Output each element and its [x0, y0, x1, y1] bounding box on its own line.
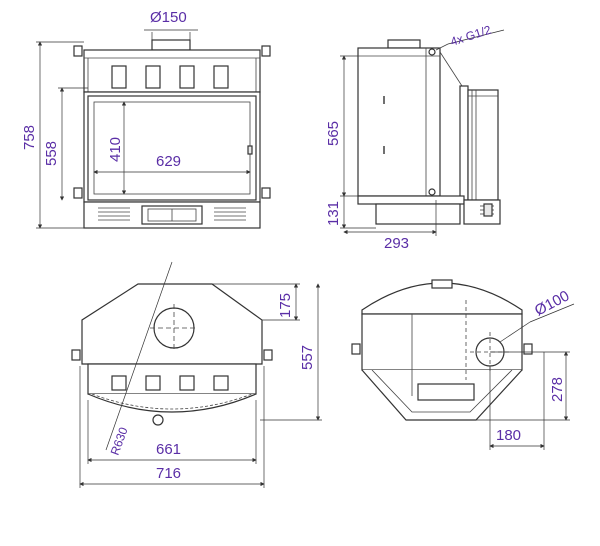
front-view: Ø150 758 558 410 629 — [21, 9, 271, 229]
flue-diameter-label: Ø150 — [150, 9, 187, 26]
depth-label: 293 — [384, 235, 409, 252]
glass-width-label: 629 — [156, 153, 181, 170]
radius-label: R630 — [108, 425, 131, 457]
door-height-label: 558 — [43, 141, 60, 166]
top-total-depth-label: 557 — [299, 345, 316, 370]
side-view: 4x G1/2 565 131 293 — [325, 22, 505, 252]
inner-width-label: 661 — [156, 441, 181, 458]
connections-label: 4x G1/2 — [449, 22, 494, 48]
top-view: 175 557 R630 661 716 — [71, 261, 322, 488]
pipe-diameter-label: Ø100 — [532, 287, 572, 319]
base-height-label: 131 — [325, 201, 342, 226]
glass-height-label: 410 — [107, 137, 124, 162]
outer-width-label: 716 — [156, 465, 181, 482]
depth-height-label: 565 — [325, 121, 342, 146]
pipe-offset-label: 180 — [496, 427, 521, 444]
overall-height-label: 758 — [21, 125, 38, 150]
pipe-height-label: 278 — [549, 377, 566, 402]
top-depth-label: 175 — [277, 293, 294, 318]
bottom-view: Ø100 278 180 — [351, 279, 575, 450]
